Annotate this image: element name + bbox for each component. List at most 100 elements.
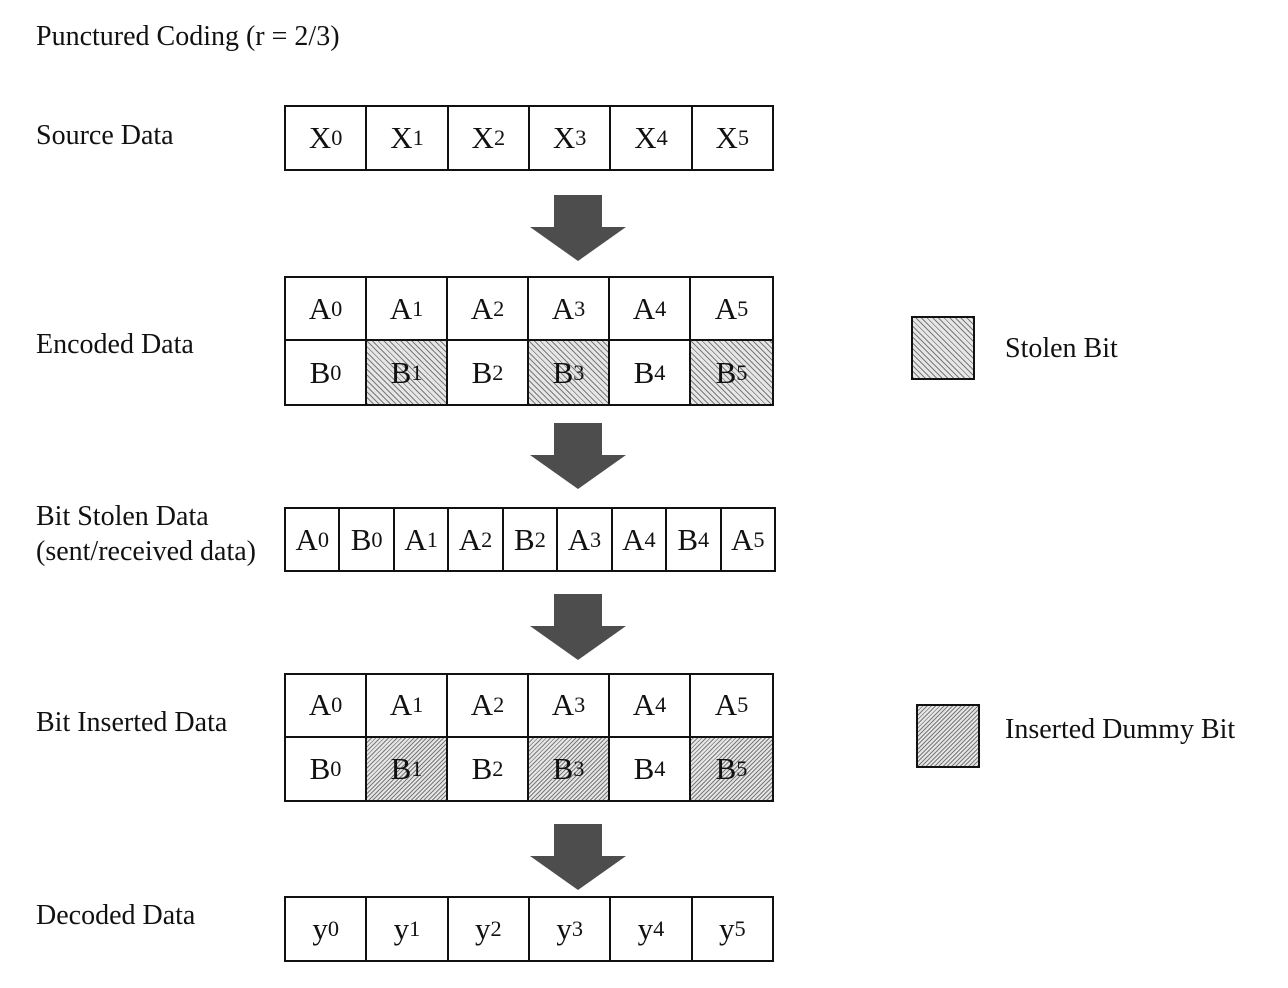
- cell-symbol: A: [714, 290, 738, 326]
- diagram-title: Punctured Coding (r = 2/3): [36, 21, 340, 52]
- bit-inserted-data-label: Bit Inserted Data: [36, 707, 228, 738]
- inserted-dummy-bit-legend-label: Inserted Dummy Bit: [1005, 714, 1236, 745]
- cell-symbol: B: [350, 521, 372, 557]
- cell-symbol: y: [312, 911, 328, 946]
- cell-symbol: B: [715, 750, 737, 786]
- cell-symbol: y: [556, 911, 572, 946]
- cell-symbol: X: [552, 120, 576, 155]
- cell-symbol: B: [514, 521, 535, 557]
- cell-symbol: B: [633, 354, 655, 390]
- down-arrow-icon: [530, 824, 626, 890]
- cell-symbol: B: [471, 750, 493, 786]
- inserted-dummy-bit-legend-swatch: [916, 704, 980, 768]
- down-arrow-icon: [530, 195, 626, 261]
- cell-symbol: B: [390, 354, 412, 390]
- cell-symbol: A: [404, 521, 427, 557]
- cell-symbol: A: [458, 521, 482, 557]
- cell-symbol: X: [308, 120, 332, 155]
- cell-symbol: A: [308, 687, 332, 723]
- down-arrow-icon: [530, 594, 626, 660]
- cell-symbol: A: [567, 521, 591, 557]
- stolen-bit-legend-swatch: [911, 316, 975, 380]
- cell-symbol: A: [622, 521, 645, 557]
- cell-symbol: A: [295, 521, 318, 557]
- cell-symbol: A: [389, 687, 413, 723]
- cell-symbol: B: [715, 354, 737, 390]
- cell-symbol: y: [393, 911, 410, 946]
- cell-symbol: A: [730, 521, 754, 557]
- cell-symbol: B: [633, 750, 655, 786]
- cell-symbol: A: [470, 290, 494, 326]
- source-data-label: Source Data: [36, 120, 174, 151]
- encoded-data-label: Encoded Data: [36, 329, 194, 360]
- cell-symbol: A: [470, 687, 494, 723]
- cell-symbol: B: [677, 521, 699, 557]
- cell-symbol: X: [471, 120, 494, 155]
- cell-symbol: y: [474, 911, 491, 946]
- cell-symbol: A: [714, 687, 738, 723]
- cell-symbol: A: [389, 290, 413, 326]
- cell-symbol: B: [390, 750, 412, 786]
- cell-symbol: A: [632, 687, 656, 723]
- cell-symbol: B: [309, 750, 331, 786]
- bit-stolen-data-sublabel: (sent/received data): [36, 536, 256, 567]
- cell-symbol: A: [551, 290, 575, 326]
- cell-symbol: B: [309, 354, 331, 390]
- cell-symbol: B: [471, 354, 493, 390]
- cell-symbol: A: [308, 290, 332, 326]
- cell-symbol: B: [552, 354, 574, 390]
- cell-symbol: y: [637, 911, 654, 946]
- cell-symbol: A: [551, 687, 575, 723]
- down-arrow-icon: [530, 423, 626, 489]
- cell-symbol: B: [552, 750, 574, 786]
- cell-symbol: X: [715, 120, 738, 155]
- bit-stolen-data-label: Bit Stolen Data: [36, 501, 209, 532]
